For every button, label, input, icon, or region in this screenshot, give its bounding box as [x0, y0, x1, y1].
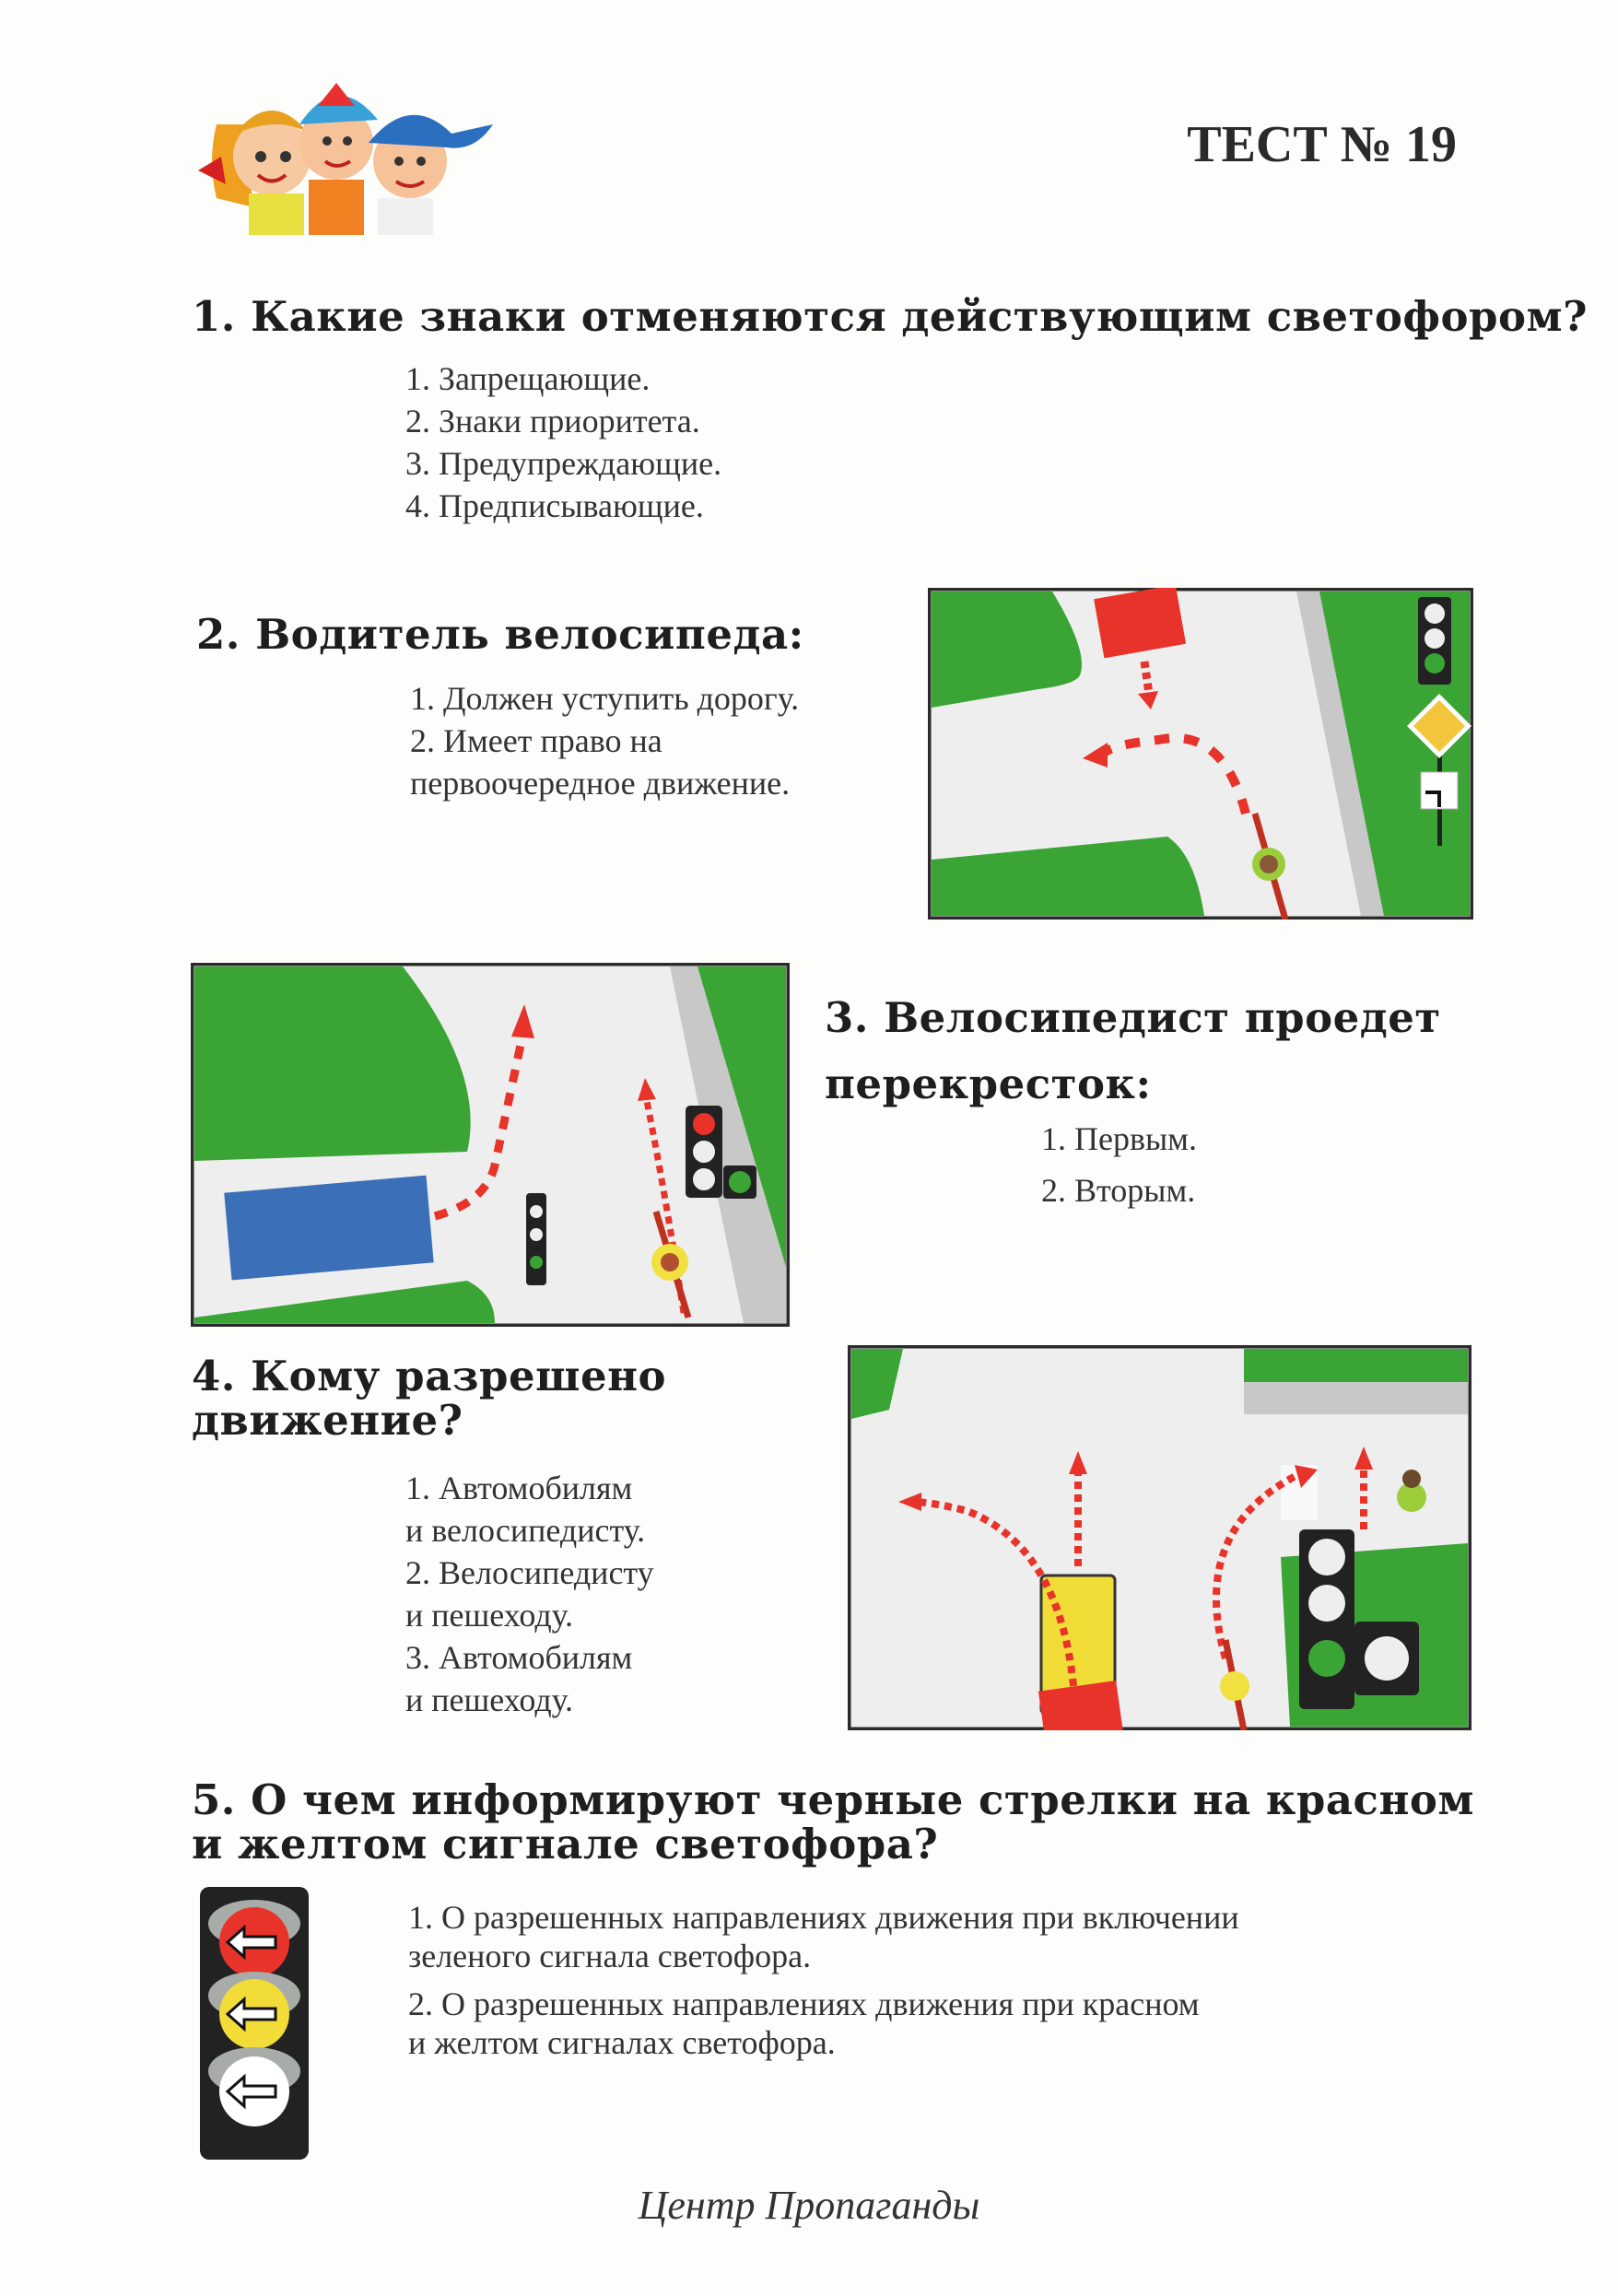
- red-arrow-signal: [208, 1900, 300, 1977]
- question-2-answers: 1. Должен уступить дорогу. 2. Имеет прав…: [410, 677, 799, 804]
- question-4-answers: 1. Автомобилям и велосипедисту. 2. Велос…: [405, 1467, 654, 1721]
- answer-option[interactable]: 4. Предписывающие.: [405, 487, 704, 524]
- question-3-illustration: [191, 963, 790, 1327]
- question-1-answers: 1. Запрещающие. 2. Знаки приоритета. 3. …: [405, 357, 721, 527]
- question-5-heading-line-2: и желтом сигнале светофора?: [192, 1820, 939, 1868]
- question-4-heading-line-1: 4. Кому разрешено: [192, 1352, 667, 1400]
- question-4-illustration: [848, 1345, 1471, 1730]
- answer-option[interactable]: 2. О разрешенных направлениях движения п…: [408, 1986, 1200, 2022]
- answer-option[interactable]: 1. О разрешенных направлениях движения п…: [408, 1899, 1239, 1936]
- answer-option[interactable]: 1. Первым.: [1041, 1120, 1197, 1157]
- answer-option[interactable]: 1. Запрещающие.: [405, 360, 651, 397]
- question-3-heading-line-2: перекресток:: [825, 1060, 1152, 1108]
- answer-option[interactable]: 2. Велосипедисту: [405, 1554, 654, 1591]
- white-arrow-signal: [208, 2047, 300, 2126]
- question-5-heading-line-1: 5. О чем информируют черные стрелки на к…: [192, 1775, 1474, 1824]
- kids-logo: [198, 69, 502, 244]
- yellow-arrow-signal: [208, 1972, 300, 2049]
- question-3-heading-line-1: 3. Велосипедист проедет: [825, 993, 1441, 1042]
- question-4-heading-line-2: движение?: [192, 1396, 463, 1445]
- answer-option[interactable]: 2. Вторым.: [1041, 1172, 1196, 1209]
- question-5-answers: 1. О разрешенных направлениях движения п…: [408, 1898, 1239, 2062]
- footer-publisher: Центр Пропаганды: [638, 2183, 980, 2228]
- answer-option-continued[interactable]: и пешеходу.: [405, 1681, 574, 1718]
- question-4-heading: 4. Кому разрешено движение?: [192, 1354, 666, 1443]
- answer-option[interactable]: 1. Автомобилям: [405, 1470, 633, 1506]
- answer-option-continued[interactable]: и пешеходу.: [405, 1597, 574, 1634]
- answer-option[interactable]: 2. Знаки приоритета.: [405, 403, 700, 439]
- answer-option-continued[interactable]: и велосипедисту.: [405, 1512, 646, 1549]
- answer-option[interactable]: 1. Должен уступить дорогу.: [410, 680, 800, 717]
- question-2-heading: 2. Водитель велосипеда:: [196, 610, 804, 659]
- answer-option-continued[interactable]: зеленого сигнала светофора.: [408, 1938, 812, 1974]
- question-3-answers: 1. Первым. 2. Вторым.: [1041, 1113, 1197, 1216]
- question-5-heading: 5. О чем информируют черные стрелки на к…: [192, 1778, 1474, 1867]
- answer-option-continued[interactable]: первоочередное движение.: [410, 765, 791, 802]
- question-2-illustration: [928, 588, 1473, 920]
- answer-option-continued[interactable]: и желтом сигналах светофора.: [408, 2024, 836, 2061]
- answer-option[interactable]: 2. Имеет право на: [410, 722, 662, 759]
- question-1-heading: 1. Какие знаки отменяются действующим св…: [192, 292, 1588, 341]
- answer-option[interactable]: 3. Автомобилям: [405, 1639, 633, 1676]
- answer-option[interactable]: 3. Предупреждающие.: [405, 445, 722, 482]
- traffic-light-arrows-icon: [200, 1887, 309, 2160]
- test-title: ТЕСТ № 19: [1187, 116, 1457, 173]
